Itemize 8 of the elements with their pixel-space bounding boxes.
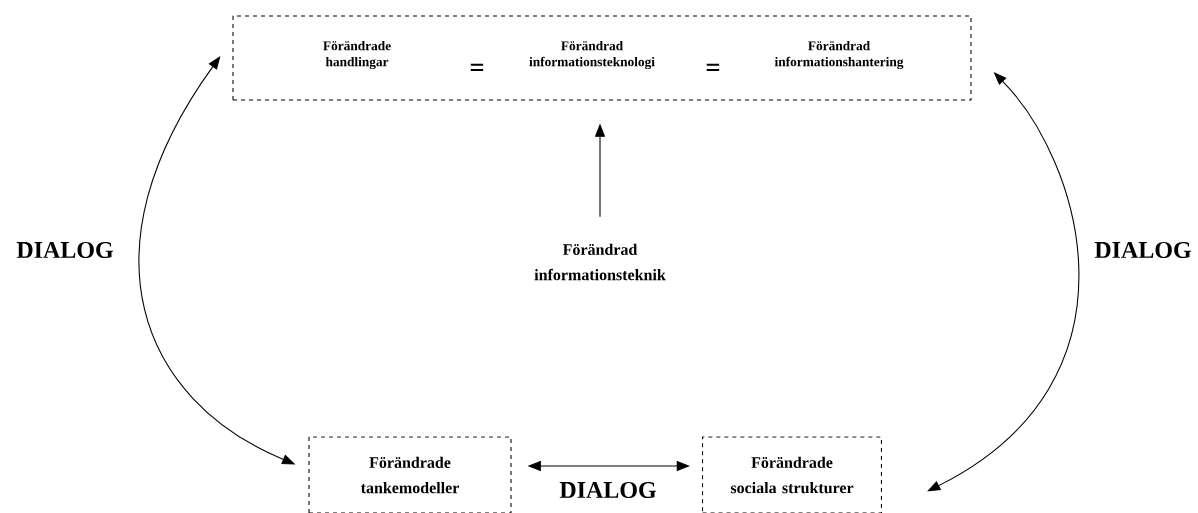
edge-label: DIALOG <box>559 481 657 499</box>
arrow <box>927 72 1080 492</box>
edge-label: DIALOG <box>1094 241 1192 259</box>
edge-label: DIALOG <box>16 241 114 259</box>
dashed-box: Förändrade sociala strukturer <box>702 436 882 513</box>
dashed-box: Förändrade tankemodeller <box>308 436 512 513</box>
dashed-box: Förändrade handlingar = Förändrad informationsteknologi = Förändrad informationshantering <box>232 15 972 101</box>
text-label: Förändrad informationsteknik <box>534 243 666 281</box>
